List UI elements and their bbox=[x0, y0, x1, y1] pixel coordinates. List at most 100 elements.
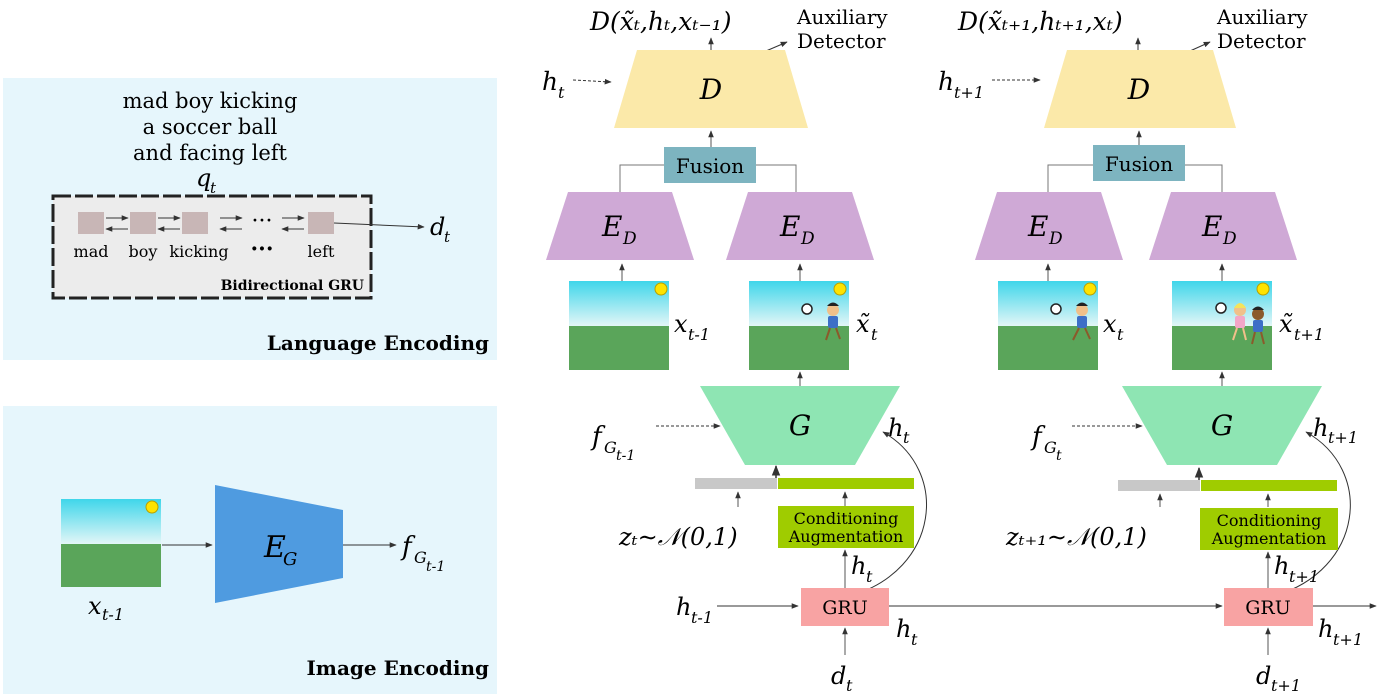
token-label-kicking: kicking bbox=[169, 242, 228, 261]
t-h-ca-label: h bbox=[851, 552, 866, 580]
x-input-subscript: t-1 bbox=[102, 605, 124, 624]
image-encoder-subscript: G bbox=[283, 549, 297, 570]
t-ed-left-subscript: D bbox=[622, 229, 637, 249]
language-encoding-title: Language Encoding bbox=[267, 331, 489, 355]
t-h-out-label: h bbox=[888, 414, 903, 442]
t1-ed-right-subscript: D bbox=[1222, 229, 1237, 249]
t1-f-subsubscript: t bbox=[1056, 448, 1062, 464]
t-previous-frame-image bbox=[569, 281, 669, 370]
token-cell-boy bbox=[130, 212, 156, 234]
t-noise-bar bbox=[695, 478, 777, 489]
t1-h-out-subscript: t+1 bbox=[1328, 428, 1358, 447]
t-generated-frame-image bbox=[749, 281, 849, 370]
t-h-prev-subscript: t-1 bbox=[691, 608, 713, 627]
t1-generator-block bbox=[1122, 386, 1322, 465]
t1-ca-line1: Conditioning bbox=[1217, 511, 1322, 530]
dots-bottom: ··· bbox=[251, 236, 274, 262]
t1-ca-line2: Augmentation bbox=[1211, 529, 1327, 548]
t-x-prev-subscript: t-1 bbox=[688, 325, 710, 344]
t1-d-in-label: d bbox=[1256, 662, 1271, 690]
t-f-subsubscript: t-1 bbox=[616, 448, 635, 464]
t1-ed-left-subscript: D bbox=[1048, 229, 1063, 249]
f-output-subsubscript: t-1 bbox=[426, 559, 445, 575]
t1-discriminator-label: D bbox=[1127, 73, 1150, 106]
t-noise-label: zₜ∼𝒩(0,1) bbox=[618, 523, 738, 551]
t-ca-line1: Conditioning bbox=[794, 509, 899, 528]
t-d-in-label: d bbox=[831, 662, 846, 690]
token-cell-kicking bbox=[182, 212, 208, 234]
t-x-prev-label: x bbox=[674, 310, 688, 338]
image-encoder-block bbox=[215, 485, 343, 603]
token-cell-left bbox=[308, 212, 334, 234]
t-generator-block bbox=[700, 386, 900, 465]
t-h-in-label: h bbox=[542, 67, 558, 96]
t1-h-next-label: h bbox=[1318, 615, 1333, 643]
caption-line-1: mad boy kicking bbox=[123, 89, 298, 113]
t1-encoder-d-right bbox=[1149, 192, 1297, 260]
t1-noise-label: zₜ₊₁∼𝒩(0,1) bbox=[1005, 523, 1147, 551]
t-h-next-subscript: t bbox=[911, 630, 918, 649]
t-gru-label: GRU bbox=[822, 597, 868, 619]
t-f-subscript: G bbox=[604, 438, 617, 457]
t1-h-out-label: h bbox=[1313, 414, 1328, 442]
t-generator-label: G bbox=[789, 409, 811, 442]
t1-fusion-label: Fusion bbox=[1105, 152, 1173, 176]
t-fusion-block bbox=[664, 147, 756, 183]
t1-detector-label: Detector bbox=[1217, 29, 1306, 53]
t-ed-left-label: E bbox=[601, 210, 622, 243]
q-label: q bbox=[196, 164, 211, 192]
image-encoding-title: Image Encoding bbox=[306, 656, 489, 680]
dots-top: ··· bbox=[252, 209, 273, 234]
t1-auxiliary-label: Auxiliary bbox=[1216, 5, 1308, 29]
t1-h-in-label: h bbox=[938, 67, 954, 96]
t1-h-in-subscript: t+1 bbox=[954, 83, 984, 102]
t-detector-label: Detector bbox=[797, 29, 886, 53]
t-discriminator-output: D(x̃ₜ,hₜ,xₜ₋₁) bbox=[589, 7, 731, 36]
t-d-in-subscript: t bbox=[846, 676, 853, 695]
x-input-label: x bbox=[88, 592, 102, 620]
t-conditioning-augmentation-block bbox=[778, 506, 914, 548]
t-h-next-label: h bbox=[896, 615, 911, 643]
token-label-boy: boy bbox=[129, 242, 158, 261]
t1-d-in-subscript: t+1 bbox=[1271, 676, 1301, 695]
t1-x-prev-subscript: t bbox=[1117, 325, 1124, 344]
t1-f-subscript: G bbox=[1044, 438, 1057, 457]
q-subscript: t bbox=[210, 179, 217, 197]
t1-generator-label: G bbox=[1211, 409, 1233, 442]
t-h-ca-subscript: t bbox=[866, 567, 873, 586]
t1-condition-bar bbox=[1201, 480, 1337, 491]
t1-fusion-block bbox=[1093, 145, 1185, 181]
t-discriminator-block bbox=[614, 50, 808, 128]
timestep-t-column: D(x̃ₜ,hₜ,xₜ₋₁) Auxiliary Detector D h t … bbox=[542, 5, 1223, 695]
input-frame-image bbox=[61, 499, 161, 587]
t1-discriminator-block bbox=[1044, 50, 1236, 128]
t-ed-right-label: E bbox=[779, 210, 800, 243]
token-label-mad: mad bbox=[74, 242, 109, 261]
t1-encoder-d-left bbox=[975, 192, 1123, 260]
t-encoder-d-right bbox=[726, 192, 874, 260]
t1-noise-bar bbox=[1118, 480, 1200, 491]
token-label-left: left bbox=[308, 242, 336, 261]
t1-conditioning-augmentation-block bbox=[1200, 508, 1338, 550]
t-encoder-d-left bbox=[546, 192, 694, 260]
t-x-gen-label: x̃ bbox=[856, 310, 870, 338]
t1-x-gen-subscript: t+1 bbox=[1294, 325, 1324, 344]
t1-ed-left-label: E bbox=[1027, 210, 1048, 243]
d-output-subscript: t bbox=[444, 228, 451, 246]
t1-previous-frame-image bbox=[998, 281, 1098, 370]
t-condition-bar bbox=[778, 478, 914, 489]
d-output-label: d bbox=[430, 213, 445, 241]
image-encoder-label: E bbox=[263, 530, 286, 565]
timestep-t1-column: D(x̃ₜ₊₁,hₜ₊₁,xₜ) Auxiliary Detector D h … bbox=[938, 5, 1377, 695]
t1-h-ca-subscript: t+1 bbox=[1289, 567, 1319, 586]
f-output-subscript: G bbox=[414, 548, 427, 567]
image-encoding-panel: E G f G t-1 x t-1 Image Encoding bbox=[3, 406, 497, 694]
t-ca-line2: Augmentation bbox=[788, 527, 904, 546]
t-fusion-label: Fusion bbox=[676, 154, 744, 178]
t1-h-next-subscript: t+1 bbox=[1333, 630, 1363, 649]
t-ed-right-subscript: D bbox=[800, 229, 815, 249]
t-discriminator-label: D bbox=[699, 73, 722, 106]
t1-gru-label: GRU bbox=[1245, 597, 1291, 619]
t-auxiliary-label: Auxiliary bbox=[796, 5, 888, 29]
t1-ed-right-label: E bbox=[1201, 210, 1222, 243]
